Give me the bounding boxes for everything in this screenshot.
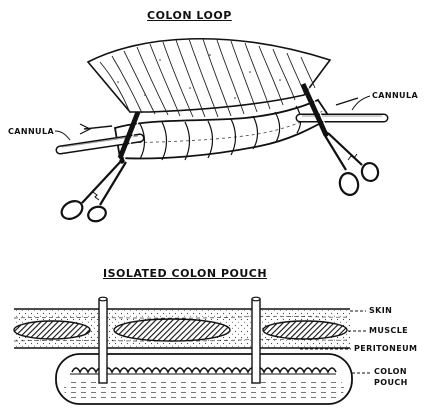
right-hemostat <box>303 82 380 197</box>
muscle-segments <box>14 319 347 341</box>
mesentery-fan <box>88 39 330 117</box>
